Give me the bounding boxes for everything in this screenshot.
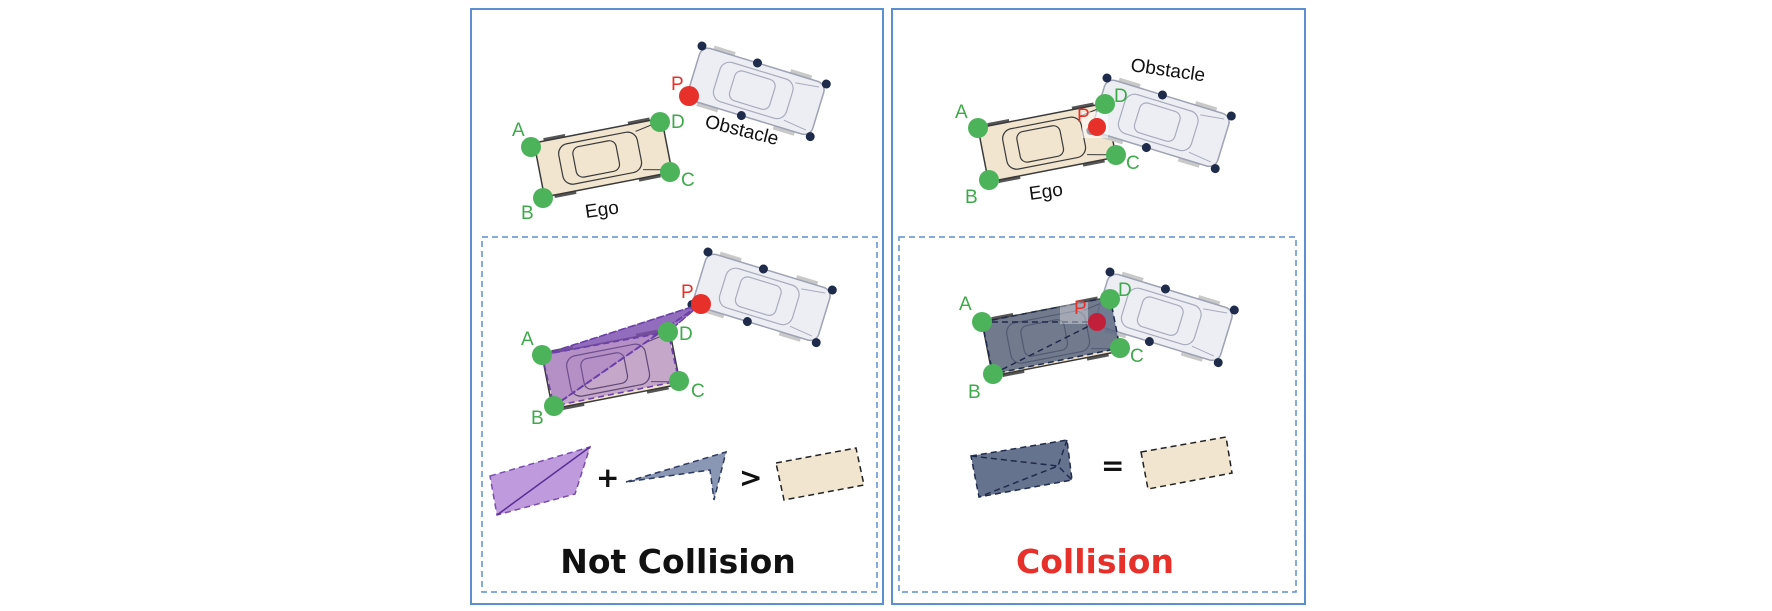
point-p <box>679 86 699 106</box>
ego-label: Ego <box>1028 179 1064 205</box>
equals-operator: = <box>1101 449 1124 482</box>
slate-area-ego <box>981 296 1121 375</box>
triangle-pad <box>541 303 702 356</box>
corner-d <box>658 322 678 342</box>
ego-car <box>532 114 674 201</box>
label-c: C <box>691 381 705 402</box>
slate-area-inner-lines-2 <box>1057 439 1073 481</box>
label-a: A <box>512 120 525 141</box>
label-a: A <box>521 329 534 350</box>
corner-c <box>1110 338 1130 358</box>
label-c: C <box>1126 153 1140 174</box>
right-bottom-scene: A B C D P = Collision <box>959 265 1241 581</box>
corner-d <box>650 112 670 132</box>
corner-a <box>968 118 988 138</box>
corner-c <box>1106 145 1126 165</box>
corner-c <box>669 371 689 391</box>
corner-a <box>972 312 992 332</box>
left-bottom-scene: A B C D P + > Not Collision <box>489 245 865 581</box>
label-b: B <box>968 382 981 403</box>
corner-b <box>533 188 553 208</box>
right-panel-border <box>891 8 1306 605</box>
label-p: P <box>1074 298 1087 319</box>
purple-area-diagonal <box>496 446 591 516</box>
label-d: D <box>1114 86 1128 107</box>
ego-area-shape <box>1140 436 1233 490</box>
corner-b <box>979 170 999 190</box>
label-d: D <box>679 324 693 345</box>
label-d: D <box>671 112 685 133</box>
point-p <box>1088 118 1106 136</box>
label-p: P <box>1077 106 1090 127</box>
label-c: C <box>681 170 695 191</box>
label-b: B <box>521 203 534 224</box>
label-b: B <box>531 408 544 429</box>
left-inner-dashed-border <box>481 236 878 593</box>
greater-than-operator: > <box>739 461 762 494</box>
ego-area-shape <box>775 447 865 501</box>
corner-a <box>521 137 541 157</box>
right-inner-dashed-border <box>898 236 1297 593</box>
label-d: D <box>1118 280 1132 301</box>
left-panel: A B C D P Obstacle Ego A B C D P <box>470 8 884 605</box>
result-collision: Collision <box>1016 542 1174 581</box>
point-p <box>1088 313 1106 331</box>
corner-d <box>1095 94 1115 114</box>
left-panel-border <box>470 8 884 605</box>
overlap-highlight <box>1060 302 1088 324</box>
corner-a <box>532 345 552 365</box>
corner-b <box>544 396 564 416</box>
plus-operator: + <box>596 461 619 494</box>
label-a: A <box>955 102 968 123</box>
point-p <box>691 294 711 314</box>
slate-area-inner-lines <box>970 455 1059 498</box>
result-not-collision: Not Collision <box>560 542 796 581</box>
corner-c <box>660 162 680 182</box>
ego-label: Ego <box>584 197 620 223</box>
obstacle-car <box>685 245 839 349</box>
purple-area-shape <box>489 445 592 516</box>
slate-sliver-shape <box>625 450 728 501</box>
label-p: P <box>681 282 694 303</box>
label-p: P <box>671 74 684 95</box>
label-b: B <box>965 187 978 208</box>
slate-area-shape <box>970 439 1073 498</box>
right-top-scene: A B C D P Obstacle Ego <box>955 55 1238 208</box>
label-a: A <box>959 294 972 315</box>
corner-b <box>983 364 1003 384</box>
label-c: C <box>1130 346 1144 367</box>
obstacle-label: Obstacle <box>1129 55 1206 86</box>
corner-d <box>1100 289 1120 309</box>
left-top-scene: A B C D P Obstacle Ego <box>512 39 833 224</box>
right-panel: A B C D P Obstacle Ego A B C D P <box>891 8 1306 605</box>
